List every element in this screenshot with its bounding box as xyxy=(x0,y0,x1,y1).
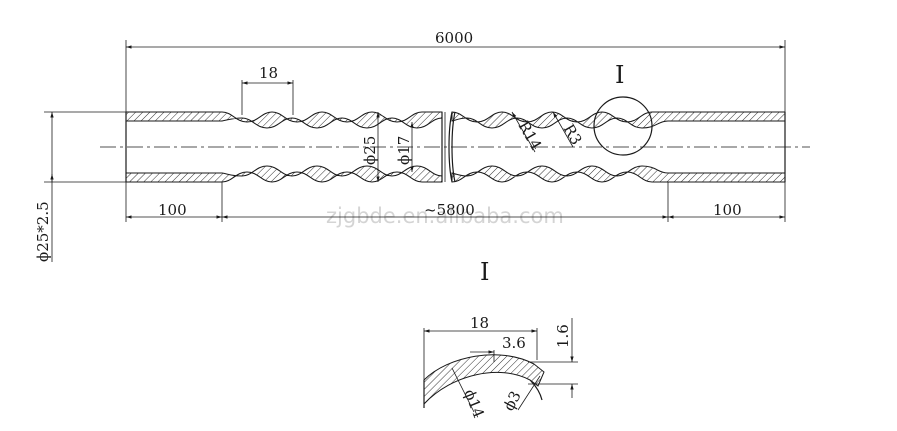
detail-dia3-label: ϕ3 xyxy=(500,388,525,414)
detail-circle-marker: I xyxy=(593,61,653,156)
right-length-label: 100 xyxy=(713,201,742,219)
overall-length-dimension: 6000 xyxy=(125,29,786,112)
tube-spec-label: ϕ25*2.5 xyxy=(34,201,52,262)
middle-length-label: ~5800 xyxy=(424,201,475,219)
detail-depth-label: 1.6 xyxy=(554,324,572,348)
overall-length-label: 6000 xyxy=(435,29,473,47)
detail-view: 18 3.6 1.6 ϕ14 ϕ3 xyxy=(423,314,578,421)
inner-diameter-dimensions: ϕ25 ϕ17 xyxy=(361,112,414,182)
detail-marker-label: I xyxy=(615,61,624,89)
bottom-length-dimensions: 100 ~5800 100 xyxy=(125,182,786,222)
tube-right-section xyxy=(448,111,786,183)
tube-left-section xyxy=(125,111,446,183)
detail-view-title: I xyxy=(480,258,489,286)
inner-dia-label: ϕ17 xyxy=(395,136,413,165)
pitch-dimension: 18 xyxy=(241,64,294,115)
pitch-label: 18 xyxy=(259,64,278,82)
detail-pitch-label: 18 xyxy=(470,314,489,332)
detail-dia14-label: ϕ14 xyxy=(460,387,488,421)
left-length-label: 100 xyxy=(158,201,187,219)
tube-spec-dimension: ϕ25*2.5 xyxy=(34,111,126,262)
detail-width-label: 3.6 xyxy=(502,334,526,352)
outer-dia-label: ϕ25 xyxy=(361,136,379,165)
